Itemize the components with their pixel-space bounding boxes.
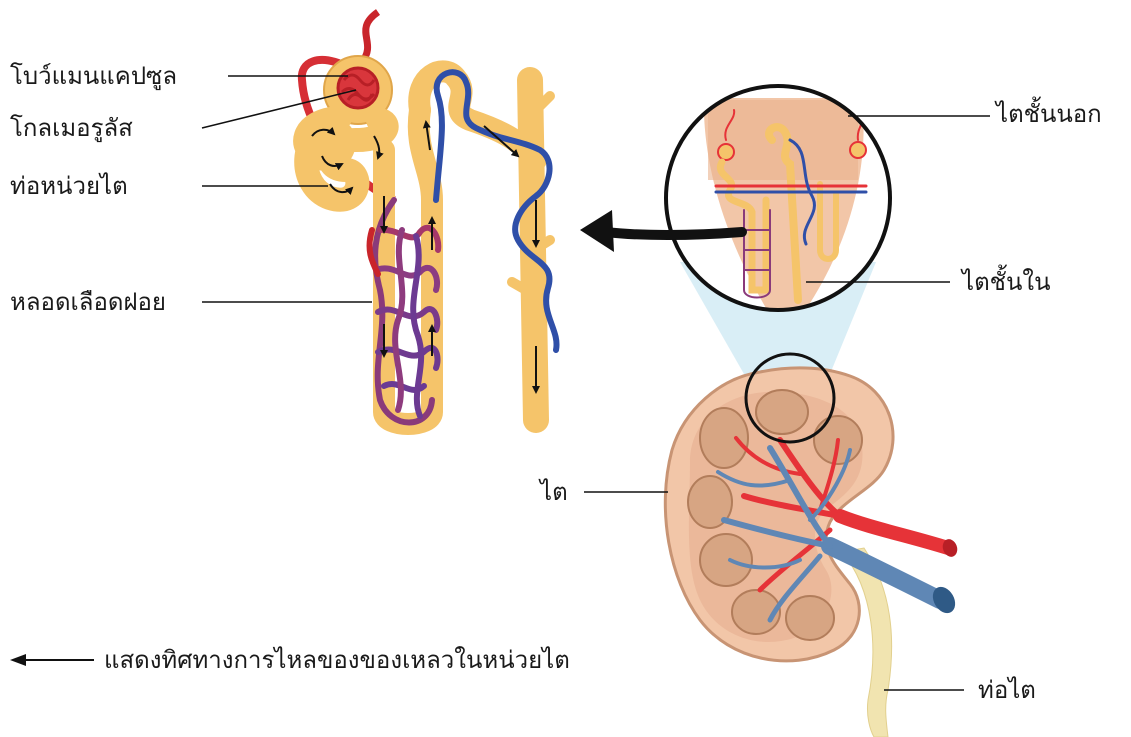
label-renal-cortex: ไตชั้นนอก bbox=[996, 99, 1102, 129]
label-capillaries: หลอดเลือดฝอย bbox=[10, 287, 166, 317]
label-glomerulus: โกลเมอรูลัส bbox=[10, 113, 133, 143]
label-ureter: ท่อไต bbox=[978, 675, 1036, 705]
afferent-arteriole bbox=[362, 12, 378, 62]
legend-text: แสดงทิศทางการไหลของของเหลวในหน่วยไต bbox=[104, 645, 570, 675]
label-bowman-capsule: โบว์แมนแคปซูล bbox=[10, 61, 177, 91]
kidney bbox=[665, 354, 959, 737]
glomerulus bbox=[338, 68, 378, 108]
label-renal-medulla: ไตชั้นใน bbox=[962, 267, 1050, 297]
label-kidney: ไต bbox=[540, 477, 568, 507]
label-renal-tubule: ท่อหน่วยไต bbox=[10, 171, 128, 201]
nephron bbox=[302, 12, 557, 424]
legend-arrow bbox=[10, 654, 94, 666]
